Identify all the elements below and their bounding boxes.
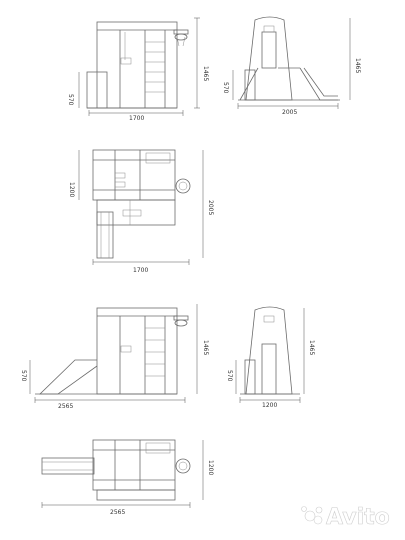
avito-logo-text: Avito	[326, 505, 390, 530]
top-view-1-dimensions: 1700 2005 1200	[68, 150, 214, 274]
dim-front-2-width: 2565	[58, 403, 73, 410]
side-view-2	[240, 306, 300, 395]
dim-top-1-sub: 1200	[68, 182, 75, 197]
dim-front-1-height: 1465	[202, 66, 209, 81]
front-view-2-dimensions: 2565 1465 570	[20, 304, 209, 410]
dim-top-2-height: 1200	[207, 460, 214, 475]
top-view-1	[92, 149, 191, 259]
dim-side-1-sub: 570	[222, 82, 229, 94]
dim-top-2-width: 2565	[110, 509, 125, 516]
dim-side-2-sub: 570	[226, 370, 233, 382]
avito-watermark: Avito	[301, 505, 390, 530]
side-view-2-dimensions: 1200 1465 570	[226, 308, 315, 409]
dim-front-2-sub: 570	[20, 370, 27, 382]
front-view-2	[35, 307, 189, 395]
top-view-2-dimensions: 2565 1200	[41, 440, 214, 516]
dim-front-2-height: 1465	[202, 340, 209, 355]
dim-side-2-width: 1200	[262, 402, 277, 409]
dim-top-1-height: 2005	[207, 200, 214, 215]
dim-front-1-width: 1700	[129, 115, 144, 122]
side-view-1-dimensions: 2005 1465 570	[222, 18, 361, 116]
dim-side-2-height: 1465	[308, 340, 315, 355]
top-view-2	[41, 439, 191, 501]
dim-side-1-height: 1465	[354, 58, 361, 73]
dim-side-1-width: 2005	[282, 109, 297, 116]
front-view-1	[86, 21, 189, 109]
side-view-1	[238, 16, 340, 101]
dim-top-1-width: 1700	[133, 267, 148, 274]
dim-front-1-sub: 570	[67, 94, 74, 106]
front-view-1-dimensions: 1700 1465 570	[67, 17, 209, 122]
